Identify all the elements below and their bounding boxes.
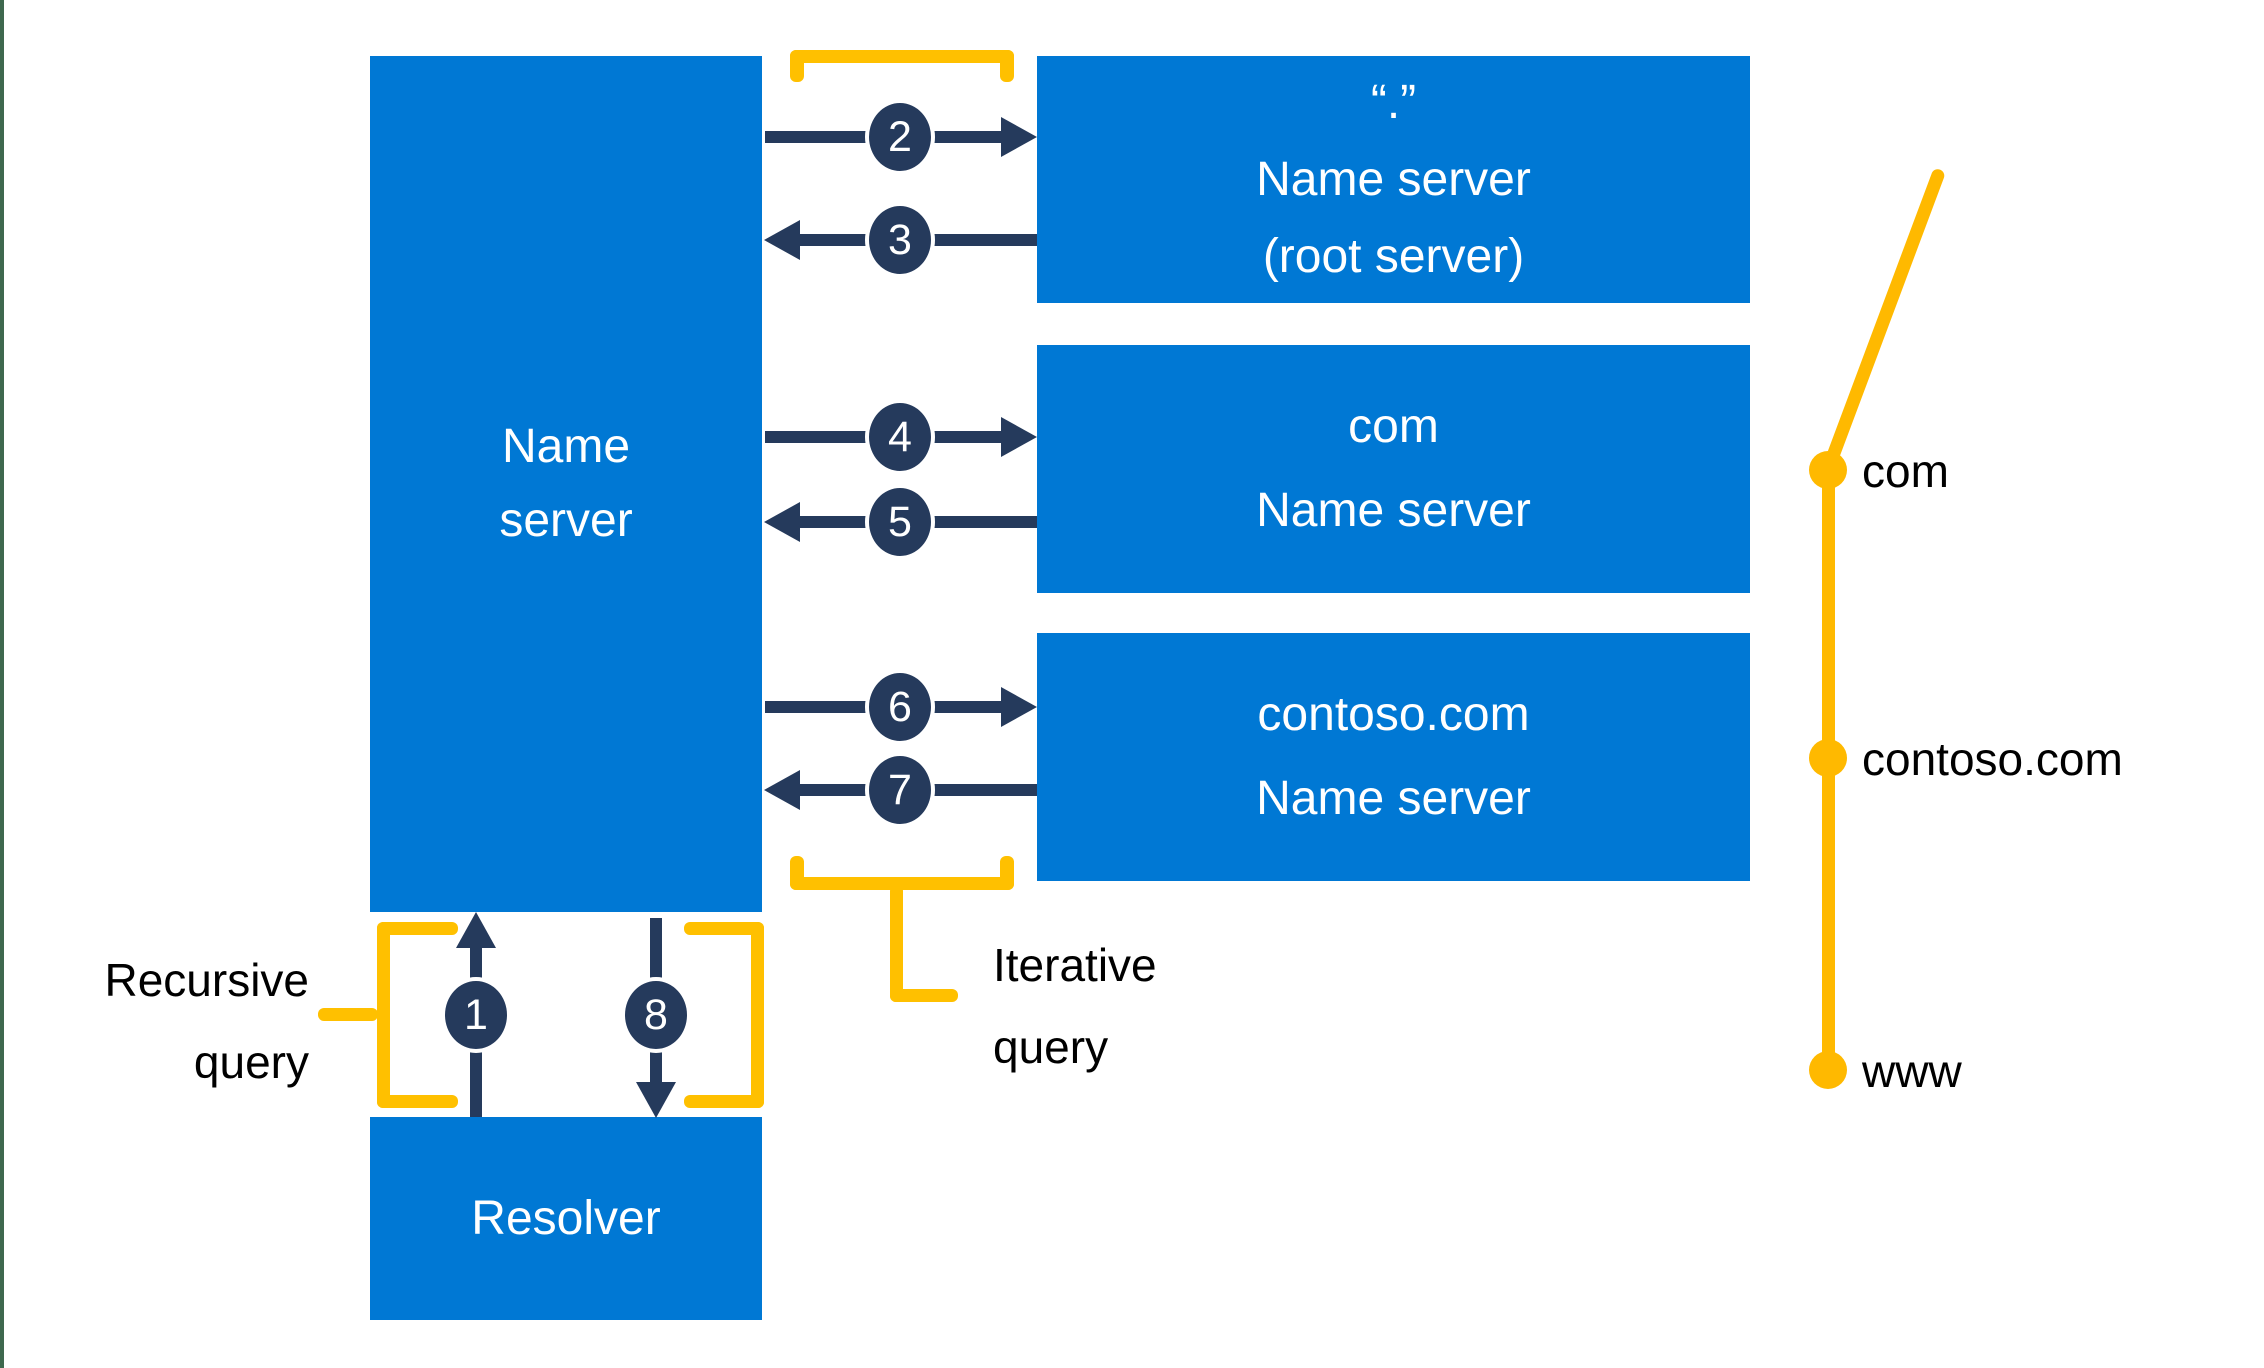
- step-2-number: 2: [888, 112, 912, 161]
- iterative-bracket-bottom-right-stub: [1000, 856, 1014, 890]
- recursive-query-label-line1: Recursive: [104, 954, 309, 1006]
- iterative-bracket-top-left-stub: [790, 50, 804, 82]
- iterative-bracket-top-bar: [790, 50, 1014, 63]
- iterative-bracket-bottom-left-stub: [790, 856, 804, 890]
- recursive-query-label-line2: query: [193, 1036, 309, 1088]
- timeline-label-com: com: [1862, 445, 1949, 497]
- timeline-dot-contoso: [1809, 739, 1847, 777]
- step-6-number: 6: [888, 682, 912, 731]
- name-server-label-line2: server: [499, 494, 633, 547]
- slide-left-edge: [0, 0, 4, 1368]
- step-8-badge: 8: [621, 977, 691, 1053]
- iterative-bracket-bottom-bar: [790, 877, 1014, 890]
- iterative-leader-stem: [890, 885, 903, 1002]
- name-server-box: Name server: [370, 56, 762, 912]
- step-4-number: 4: [888, 412, 912, 461]
- step-7-badge: 7: [865, 752, 935, 828]
- step-1-badge: 1: [441, 977, 511, 1053]
- step-1-number: 1: [464, 990, 488, 1039]
- iterative-query-label-line1: Iterative: [993, 939, 1157, 991]
- contoso-server-box: contoso.com Name server: [1037, 633, 1750, 881]
- timeline-diagonal-segment: [1821, 167, 1947, 472]
- contoso-server-label-line1: contoso.com: [1257, 688, 1530, 741]
- step-7-number: 7: [888, 765, 912, 814]
- root-server-label-line3: (root server): [1262, 230, 1525, 283]
- recursive-bracket-right-bar: [751, 922, 764, 1108]
- recursive-bracket-left-top-stub: [377, 922, 458, 935]
- step-3-number: 3: [888, 215, 912, 264]
- resolver-box: Resolver: [370, 1117, 762, 1320]
- root-server-box: “.” Name server (root server): [1037, 56, 1750, 303]
- step-5-badge: 5: [865, 484, 935, 560]
- root-server-label-line2: Name server: [1256, 153, 1531, 206]
- arrow-step1-head-icon: [456, 912, 496, 948]
- name-server-label-line1: Name: [501, 420, 631, 473]
- recursive-bracket-right-top-stub: [684, 922, 764, 935]
- timeline-label-www: www: [1862, 1045, 1962, 1097]
- root-server-label-line1: “.”: [1370, 76, 1417, 129]
- arrow-step4-head-icon: [1001, 417, 1037, 457]
- step-3-badge: 3: [865, 202, 935, 278]
- step-4-badge: 4: [865, 399, 935, 475]
- iterative-query-label-line2: query: [993, 1021, 1109, 1073]
- step-2-badge: 2: [865, 99, 935, 175]
- arrow-step7-head-icon: [764, 770, 800, 810]
- arrow-step5-head-icon: [764, 502, 800, 542]
- recursive-leader-line: [318, 1008, 378, 1021]
- step-5-number: 5: [888, 497, 912, 546]
- recursive-query-label: Recursive query: [104, 939, 309, 1103]
- timeline-label-contoso: contoso.com: [1862, 733, 2123, 785]
- recursive-bracket-left-bottom-stub: [377, 1095, 458, 1108]
- resolver-label: Resolver: [471, 1191, 661, 1245]
- step-6-badge: 6: [865, 669, 935, 745]
- arrow-step2-head-icon: [1001, 117, 1037, 157]
- arrow-step3-head-icon: [764, 220, 800, 260]
- arrow-step8-head-icon: [636, 1082, 676, 1118]
- timeline-dot-com: [1809, 451, 1847, 489]
- step-8-number: 8: [644, 990, 668, 1039]
- com-server-box: com Name server: [1037, 345, 1750, 593]
- recursive-bracket-right-bottom-stub: [684, 1095, 764, 1108]
- iterative-query-label: Iterative query: [993, 924, 1157, 1088]
- contoso-server-label-line2: Name server: [1256, 772, 1531, 825]
- com-server-label-line2: Name server: [1256, 484, 1531, 537]
- arrow-step6-head-icon: [1001, 687, 1037, 727]
- iterative-leader-foot: [890, 989, 958, 1002]
- timeline-dot-www: [1809, 1051, 1847, 1089]
- recursive-bracket-left-bar: [377, 922, 390, 1108]
- iterative-bracket-top-right-stub: [1000, 50, 1014, 82]
- com-server-label-line1: com: [1348, 400, 1439, 453]
